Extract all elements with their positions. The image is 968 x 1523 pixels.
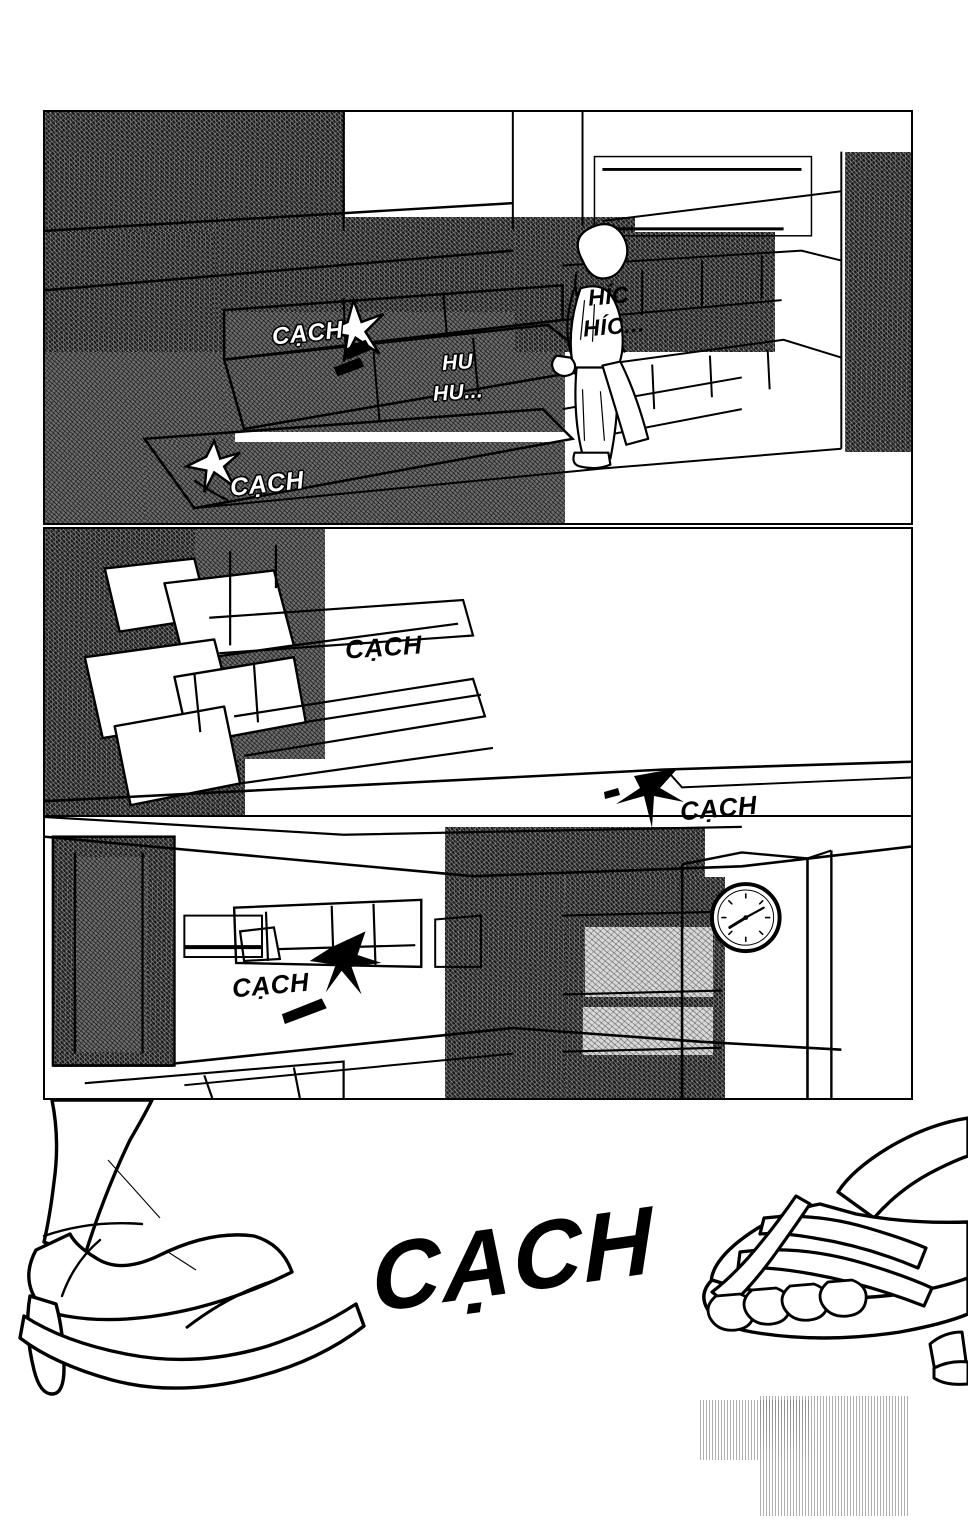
panel-1-mid-seat-cushion-tone — [225, 312, 565, 432]
panel-2 — [43, 527, 913, 817]
panel-3-shelf-papers-tone-2 — [583, 1007, 713, 1055]
panel-1-floor-tone — [145, 442, 565, 523]
impact-star-panel2-3-boundary — [604, 768, 684, 828]
panel-3 — [43, 815, 913, 1100]
panel-1-right-seat-tone — [515, 232, 775, 352]
panel-3-shelf-papers-tone — [585, 927, 713, 997]
panel-2-seat-shadow-tone — [195, 529, 325, 759]
panel-4-sandal-under-shadow — [700, 1400, 810, 1460]
panel-1-right-wall-tone — [845, 152, 911, 452]
panel-4 — [0, 1100, 968, 1523]
panel-3-door-glass-tone — [77, 857, 147, 1052]
panel-1 — [43, 110, 913, 525]
